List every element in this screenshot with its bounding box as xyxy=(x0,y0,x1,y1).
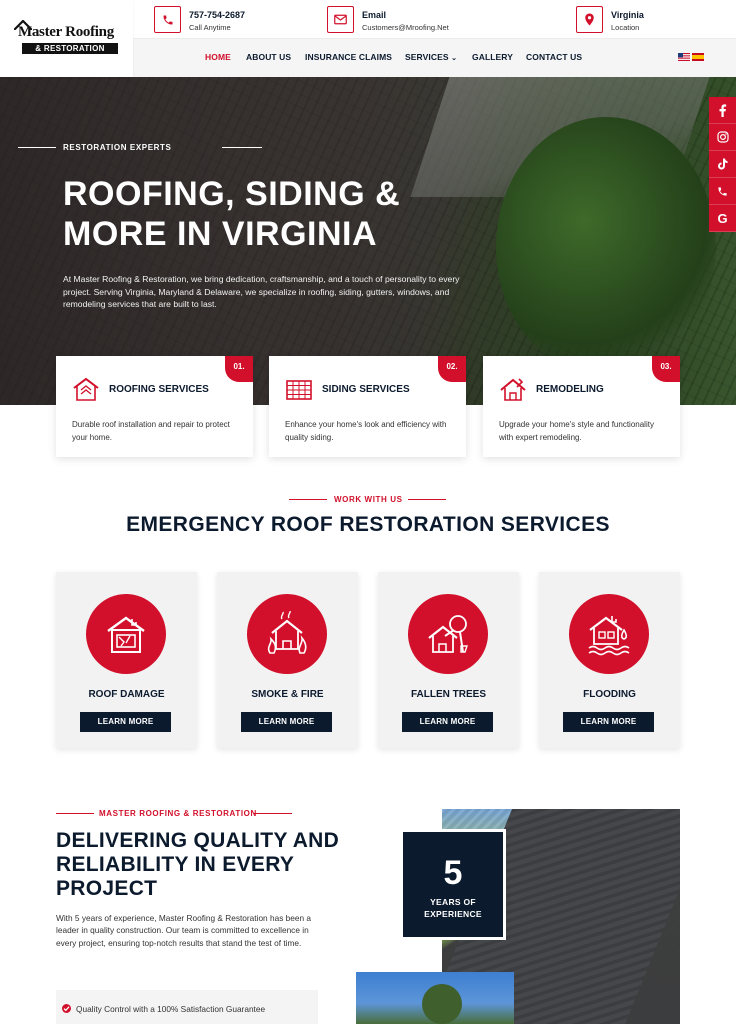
service-title: SIDING SERVICES xyxy=(322,384,410,395)
nav-home[interactable]: HOME xyxy=(205,52,231,62)
damaged-house-icon xyxy=(86,594,166,674)
service-description: Durable roof installation and repair to … xyxy=(72,420,230,442)
emergency-title: EMERGENCY ROOF RESTORATION SERVICES xyxy=(126,513,610,536)
facebook-icon[interactable] xyxy=(709,97,736,124)
service-description: Enhance your home's look and efficiency … xyxy=(285,420,447,442)
nav-gallery[interactable]: GALLERY xyxy=(472,52,513,62)
hero-background-tree xyxy=(496,117,716,377)
photo-tree xyxy=(422,984,462,1024)
logo-tagline: & RESTORATION xyxy=(22,43,118,54)
quality-checklist: Quality Control with a 100% Satisfaction… xyxy=(56,990,318,1024)
eyebrow-line-left xyxy=(56,813,94,814)
checklist-item: Quality Control with a 100% Satisfaction… xyxy=(62,1004,265,1014)
emergency-card-title: FALLEN TREES xyxy=(410,689,486,700)
emergency-card-fallen-trees: FALLEN TREES LEARN MORE xyxy=(378,572,519,748)
service-number: 03. xyxy=(652,356,680,382)
experience-label: YEARS OF EXPERIENCE xyxy=(424,897,482,919)
phone-icon xyxy=(154,6,181,33)
eyebrow-line-right xyxy=(222,147,262,148)
hero-title: ROOFING, SIDING & MORE IN VIRGINIA xyxy=(63,175,401,253)
check-icon xyxy=(62,1004,71,1013)
roof-house-icon xyxy=(73,377,99,401)
flooded-house-icon xyxy=(569,594,649,674)
quality-description: With 5 years of experience, Master Roofi… xyxy=(56,913,312,948)
eyebrow-line-right xyxy=(254,813,292,814)
learn-more-button[interactable]: LEARN MORE xyxy=(402,712,493,732)
location-sub: Location xyxy=(611,23,640,32)
email-title: Email xyxy=(362,10,387,20)
email-address[interactable]: Customers@Mroofing.Net xyxy=(362,23,449,32)
logo-roof-icon xyxy=(14,20,32,30)
quality-eyebrow: MASTER ROOFING & RESTORATION xyxy=(99,809,257,818)
main-nav: HOME ABOUT US INSURANCE CLAIMS SERVICES … xyxy=(133,39,736,77)
nav-contact-us[interactable]: CONTACT US xyxy=(526,52,583,62)
hero-banner: RESTORATION EXPERTS ROOFING, SIDING & MO… xyxy=(0,77,736,405)
learn-more-button[interactable]: LEARN MORE xyxy=(563,712,654,732)
experience-badge: 5 YEARS OF EXPERIENCE xyxy=(400,829,506,940)
spain-flag-icon[interactable] xyxy=(692,53,704,61)
nav-about-us[interactable]: ABOUT US xyxy=(246,52,292,62)
google-icon[interactable]: G xyxy=(709,205,736,232)
brand-logo[interactable]: Master Roofing & RESTORATION xyxy=(0,0,133,77)
remodel-house-icon xyxy=(500,378,526,401)
phone-sub: Call Anytime xyxy=(189,23,231,32)
emergency-card-flooding: FLOODING LEARN MORE xyxy=(539,572,680,748)
phone-number[interactable]: 757-754-2687 xyxy=(189,10,246,20)
service-card-siding[interactable]: 02. SIDING SERVICES Enhance your home's … xyxy=(269,356,466,457)
logo-name: Master Roofing xyxy=(18,24,114,40)
hero-description: At Master Roofing & Restoration, we brin… xyxy=(63,274,460,310)
service-description: Upgrade your home's style and functional… xyxy=(499,420,654,442)
experience-years: 5 xyxy=(443,854,463,892)
eyebrow-line-left xyxy=(289,499,327,500)
eyebrow-line-right xyxy=(408,499,446,500)
service-card-roofing[interactable]: 01. ROOFING SERVICES Durable roof instal… xyxy=(56,356,253,457)
emergency-card-roof-damage: ROOF DAMAGE LEARN MORE xyxy=(56,572,197,748)
tiktok-icon[interactable] xyxy=(709,151,736,178)
house-fire-icon xyxy=(247,594,327,674)
eyebrow-line-left xyxy=(18,147,56,148)
fallen-tree-icon xyxy=(408,594,488,674)
siding-panel-icon xyxy=(286,380,312,400)
service-title: REMODELING xyxy=(536,384,604,395)
emergency-eyebrow: WORK WITH US xyxy=(334,495,403,504)
nav-services[interactable]: SERVICES ⌄ xyxy=(405,52,457,62)
learn-more-button[interactable]: LEARN MORE xyxy=(241,712,332,732)
google-glyph: G xyxy=(717,210,728,226)
service-title: ROOFING SERVICES xyxy=(109,384,209,395)
emergency-card-title: FLOODING xyxy=(583,689,636,700)
location-pin-icon xyxy=(576,6,603,33)
nav-services-label: SERVICES xyxy=(405,52,449,62)
emergency-card-title: ROOF DAMAGE xyxy=(88,689,165,700)
nav-insurance-claims[interactable]: INSURANCE CLAIMS xyxy=(305,52,393,62)
envelope-icon xyxy=(327,6,354,33)
checklist-text: Quality Control with a 100% Satisfaction… xyxy=(76,1004,266,1014)
service-number: 02. xyxy=(438,356,466,382)
phone-icon[interactable] xyxy=(709,178,736,205)
service-card-remodeling[interactable]: 03. REMODELING Upgrade your home's style… xyxy=(483,356,680,457)
emergency-card-smoke-fire: SMOKE & FIRE LEARN MORE xyxy=(217,572,358,748)
chevron-down-icon: ⌄ xyxy=(451,55,458,62)
quality-title: DELIVERING QUALITY AND RELIABILITY IN EV… xyxy=(56,829,340,900)
secondary-project-photo xyxy=(356,972,514,1024)
us-flag-icon[interactable] xyxy=(678,53,690,61)
instagram-icon[interactable] xyxy=(709,124,736,151)
learn-more-button[interactable]: LEARN MORE xyxy=(80,712,171,732)
service-number: 01. xyxy=(225,356,253,382)
location-title: Virginia xyxy=(611,10,644,20)
emergency-card-title: SMOKE & FIRE xyxy=(251,689,324,700)
hero-eyebrow: RESTORATION EXPERTS xyxy=(63,143,172,152)
social-rail: G xyxy=(709,97,736,232)
